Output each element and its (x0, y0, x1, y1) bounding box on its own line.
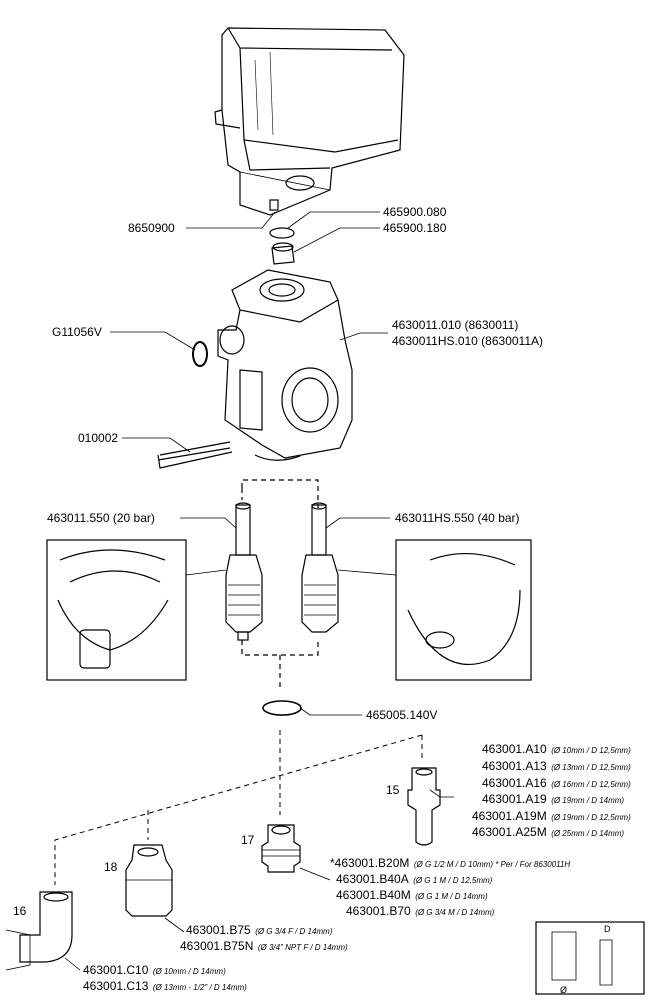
part-spec: (Ø 10mm / D 14mm) (152, 967, 226, 976)
group-18-number: 18 (104, 860, 118, 874)
detail-box-right (395, 539, 532, 681)
part-spec: (Ø G 1/2 M / D 10mm) * Per / For 8630011… (413, 860, 571, 869)
part-code: 463001.C10 (83, 963, 149, 977)
detail-box-left (46, 539, 187, 681)
part-code: 463001.B75 (186, 923, 251, 937)
inset-dimension-box (535, 921, 645, 995)
group-16-row: 463001.C10 (Ø 10mm / D 14mm) (83, 963, 226, 979)
part-spec: (Ø G 1 M / D 12,5mm) (413, 876, 493, 885)
label-463011-550: 463011.550 (20 bar) (47, 511, 155, 525)
fitting-18 (125, 844, 173, 917)
part-code: 463001.C13 (83, 979, 149, 993)
part-spec: (Ø 13mm - 1/2" / D 14mm) (152, 983, 247, 992)
piston-40-bar (301, 502, 339, 633)
part-spec: (Ø G 3/4 M / D 14mm) (415, 908, 495, 917)
part-code: 463001.A25M (472, 825, 547, 839)
part-spec: (Ø 19mm / D 12,5mm) (551, 813, 631, 822)
label-010002: 010002 (78, 431, 119, 445)
fitting-17 (261, 824, 301, 873)
part-code: 463001.B40M (336, 888, 411, 902)
group-16-number: 16 (13, 904, 27, 918)
group-15-row: 463001.A10 (Ø 10mm / D 12,5mm) (482, 742, 631, 758)
group-17-row: 463001.B40A (Ø G 1 M / D 12,5mm) (336, 872, 492, 888)
piston-20-bar (225, 502, 263, 641)
part-spec: (Ø 25mm / D 14mm) (551, 829, 625, 838)
part-spec: (Ø 16mm / D 12,5mm) (551, 780, 631, 789)
fitting-15 (407, 767, 441, 846)
label-8650900: 8650900 (128, 221, 175, 235)
group-15-row: 463001.A19 (Ø 19mm / D 14mm) (482, 792, 624, 808)
label-465900-180: 465900.180 (383, 221, 447, 235)
inset-label-d: D (604, 924, 611, 934)
o-ring-g11056v (192, 341, 208, 367)
group-15-row: 463001.A13 (Ø 13mm / D 12,5mm) (482, 759, 631, 775)
group-17-row: 463001.B40M (Ø G 1 M / D 14mm) (336, 888, 488, 904)
part-spec: (Ø G 3/4 F / D 14mm) (255, 927, 333, 936)
group-16-row: 463001.C13 (Ø 13mm - 1/2" / D 14mm) (83, 979, 247, 995)
part-spec: (Ø 10mm / D 12,5mm) (551, 746, 631, 755)
part-code: *463001.B20M (330, 856, 410, 870)
inset-label-diameter: Ø (560, 985, 568, 995)
part-spec: (Ø 13mm / D 12,5mm) (551, 763, 631, 772)
part-spec: (Ø G 1 M / D 14mm) (415, 892, 488, 901)
group-17-row: *463001.B20M (Ø G 1/2 M / D 10mm) * Per … (330, 856, 570, 872)
label-465900-080: 465900.080 (383, 205, 447, 219)
part-code: 463001.B75N (180, 939, 254, 953)
valve-body-part (217, 269, 353, 461)
cap-465900-180 (271, 242, 295, 265)
group-18-row: 463001.B75N (Ø 3/4" NPT F / D 14mm) (180, 939, 348, 955)
part-code: 463001.B40A (336, 872, 409, 886)
label-465005-140v: 465005.140V (366, 708, 438, 722)
part-spec: (Ø 19mm / D 14mm) (551, 796, 625, 805)
fitting-16 (5, 891, 73, 971)
part-code: 463001.A19 (482, 792, 547, 806)
group-15-number: 15 (386, 783, 400, 797)
group-15-row: 463001.A19M (Ø 19mm / D 12,5mm) (472, 809, 631, 825)
part-code: 463001.B70 (346, 904, 411, 918)
part-code: 463001.A10 (482, 742, 547, 756)
group-17-row: 463001.B70 (Ø G 3/4 M / D 14mm) (346, 904, 494, 920)
label-4630011-010: 4630011.010 (8630011) (392, 318, 519, 332)
group-15-row: 463001.A16 (Ø 16mm / D 12,5mm) (482, 776, 631, 792)
label-4630011hs-010: 4630011HS.010 (8630011A) (392, 334, 544, 348)
label-463011hs-550: 463011HS.550 (40 bar) (395, 511, 520, 525)
o-ring-465900-080 (269, 227, 295, 239)
group-15-row: 463001.A25M (Ø 25mm / D 14mm) (472, 825, 624, 841)
clip-010002 (157, 441, 233, 469)
part-code: 463001.A13 (482, 759, 547, 773)
group-18-row: 463001.B75 (Ø G 3/4 F / D 14mm) (186, 923, 332, 939)
part-code: 463001.A19M (472, 809, 547, 823)
part-spec: (Ø 3/4" NPT F / D 14mm) (257, 943, 348, 952)
label-g11056v: G11056V (52, 325, 102, 339)
group-17-number: 17 (241, 833, 255, 847)
part-code: 463001.A16 (482, 776, 547, 790)
motor-cover-part (214, 27, 405, 216)
o-ring-465005-140v (262, 700, 302, 716)
